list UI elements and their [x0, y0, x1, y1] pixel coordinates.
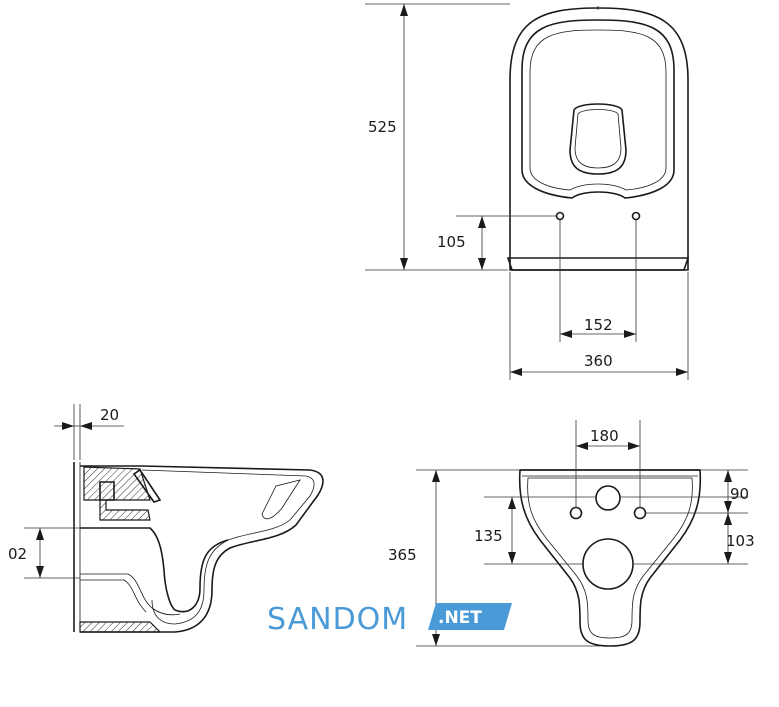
sandom-logo: SANDOM .NET [267, 602, 512, 637]
side-view-trap [80, 527, 229, 613]
dim-top-width: 360 [584, 352, 613, 370]
top-view-inner-rim-2 [529, 29, 667, 191]
front-view: 180 365 135 90 103 [388, 420, 755, 647]
dim-front-side-offset: 135 [474, 527, 503, 545]
front-view-inlet-hole [595, 485, 621, 511]
top-view-outer-outline [509, 7, 689, 271]
logo-main-text: SANDOM [267, 602, 408, 637]
dim-side-wall-offset: 20 [100, 406, 119, 424]
top-view-outlet-inner [574, 109, 622, 169]
side-view-flush-fin [132, 468, 162, 503]
dim-side-inlet-height: 02 [8, 545, 27, 563]
side-view-trap-2 [80, 573, 181, 616]
top-view-fixing-hole-right [631, 211, 641, 221]
front-view-outer-outline [518, 469, 702, 647]
top-view-outlet [569, 103, 627, 175]
dim-front-lower-offset: 103 [726, 532, 755, 550]
logo-badge [428, 603, 512, 630]
side-view-inlet-hatch [83, 466, 151, 521]
top-view-fixing-hole-left [555, 211, 565, 221]
dim-front-hole-spacing: 180 [590, 427, 619, 445]
side-view-bowl-outline [80, 465, 324, 633]
dim-front-top-offset: 90 [730, 485, 749, 503]
top-view-rear-strip [506, 257, 690, 271]
top-view-inner-rim [521, 19, 675, 199]
dim-top-height: 525 [368, 118, 397, 136]
front-view-fixing-hole-right [633, 506, 647, 520]
side-view-inlet-pipe [99, 481, 115, 501]
dim-top-fixing-spacing: 152 [584, 316, 613, 334]
front-view-fixing-hole-left [569, 506, 583, 520]
top-view: 525 105 152 360 [365, 3, 690, 380]
dim-top-fixing-height: 105 [437, 233, 466, 251]
side-view-bottom-strip [79, 621, 162, 633]
side-view: 20 02 [8, 404, 324, 633]
side-view-trap-3 [80, 579, 147, 613]
side-view-bowl-inner [141, 469, 315, 625]
side-view-bowl-inner-2 [261, 479, 301, 520]
dim-front-height: 365 [388, 546, 417, 564]
front-view-outlet-hole [582, 538, 634, 590]
front-view-inner-outline [527, 477, 693, 639]
logo-badge-text: .NET [438, 608, 482, 628]
